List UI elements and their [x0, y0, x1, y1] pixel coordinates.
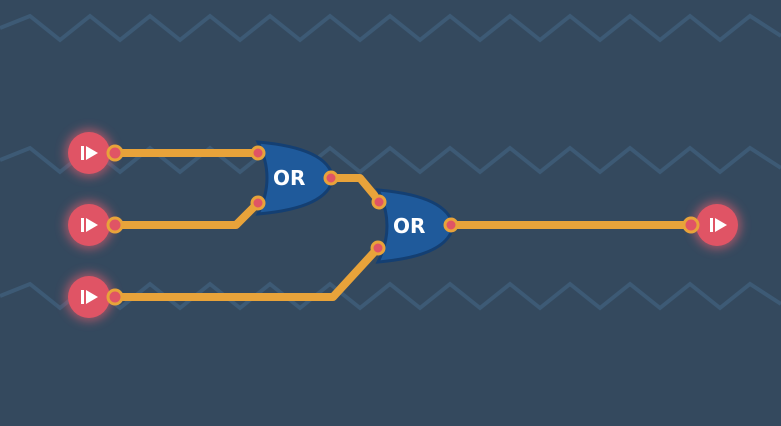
play-icon: [81, 146, 98, 160]
input-node-1-pin[interactable]: [106, 144, 124, 162]
wires: [111, 149, 695, 301]
play-icon: [710, 218, 727, 232]
wire-in3-to-gate2: [111, 244, 382, 301]
output-node-pin[interactable]: [682, 216, 700, 234]
play-icon: [81, 290, 98, 304]
gate1-output-pin[interactable]: [323, 170, 339, 186]
input-node-3[interactable]: [65, 273, 124, 321]
play-icon: [81, 218, 98, 232]
gate1-input-pin-b[interactable]: [250, 195, 266, 211]
or-gate-1[interactable]: [250, 140, 339, 216]
input-node-3-pin[interactable]: [106, 288, 124, 306]
gate2-output-pin[interactable]: [443, 217, 459, 233]
zigzag-line-top: [0, 13, 781, 43]
input-node-2-pin[interactable]: [106, 216, 124, 234]
zigzag-line-middle: [0, 145, 781, 175]
gate1-input-pin-a[interactable]: [250, 145, 266, 161]
wire-in2-to-gate1: [111, 199, 262, 229]
wire-gate1-to-gate2: [327, 174, 384, 206]
input-node-2[interactable]: [65, 201, 124, 249]
output-node[interactable]: [682, 201, 741, 249]
gate2-input-pin-a[interactable]: [371, 194, 387, 210]
background-zigzags: [0, 13, 781, 311]
gate2-input-pin-b[interactable]: [370, 240, 386, 256]
input-node-1[interactable]: [65, 129, 124, 177]
or-gate-2[interactable]: [370, 188, 459, 264]
